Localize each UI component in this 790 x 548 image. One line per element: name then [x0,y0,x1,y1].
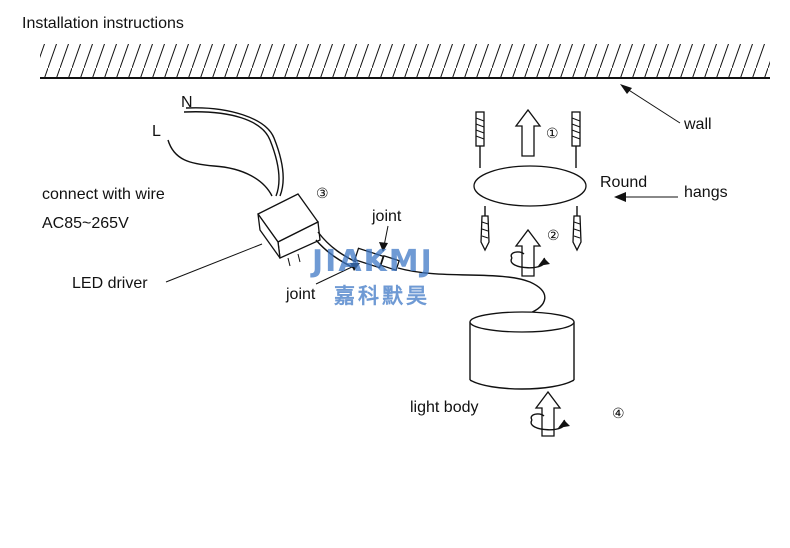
voltage-label: AC85~265V [42,215,129,232]
step4-rotate-arrow-icon [530,390,570,437]
step1-number: ① [546,126,559,142]
step2-number: ② [547,228,560,244]
step1-up-arrow-icon [514,108,542,157]
light-body-cylinder [469,311,575,390]
terminal-n-label: N [181,94,193,111]
driver-output-wires [315,231,357,269]
watermark-latin: JIAKMJ [310,244,434,279]
hangs-label: hangs [684,184,728,201]
joint-connector [353,247,400,272]
round-hanging-plate [473,165,587,207]
joint-top-arrow [379,225,389,252]
step2-screws [480,206,582,252]
light-body-label: light body [410,399,479,416]
hangs-pointer-arrow [614,192,678,202]
ceiling-wall [40,44,770,79]
joint-bottom-label: joint [285,286,316,303]
watermark-chinese: 嘉科默昊 [334,284,430,308]
step2-rotate-arrow-icon [510,228,550,277]
step3-number: ③ [316,186,329,202]
wall-label: wall [683,116,712,133]
joint-top-label: joint [371,208,402,225]
joint-bottom-arrow [315,263,360,285]
diagram-title: Installation instructions [22,15,184,32]
terminal-l-label: L [152,123,161,140]
connect-with-wire-label: connect with wire [42,186,165,203]
led-driver-label: LED driver [72,275,148,292]
led-driver-pointer [165,243,263,283]
supply-wires [167,107,284,197]
wall-pointer-arrow [620,84,681,124]
step4-number: ④ [612,406,625,422]
step1-screws [475,111,581,168]
led-driver-box [257,193,321,267]
lamp-wire [397,267,546,315]
round-label: Round [600,174,647,191]
